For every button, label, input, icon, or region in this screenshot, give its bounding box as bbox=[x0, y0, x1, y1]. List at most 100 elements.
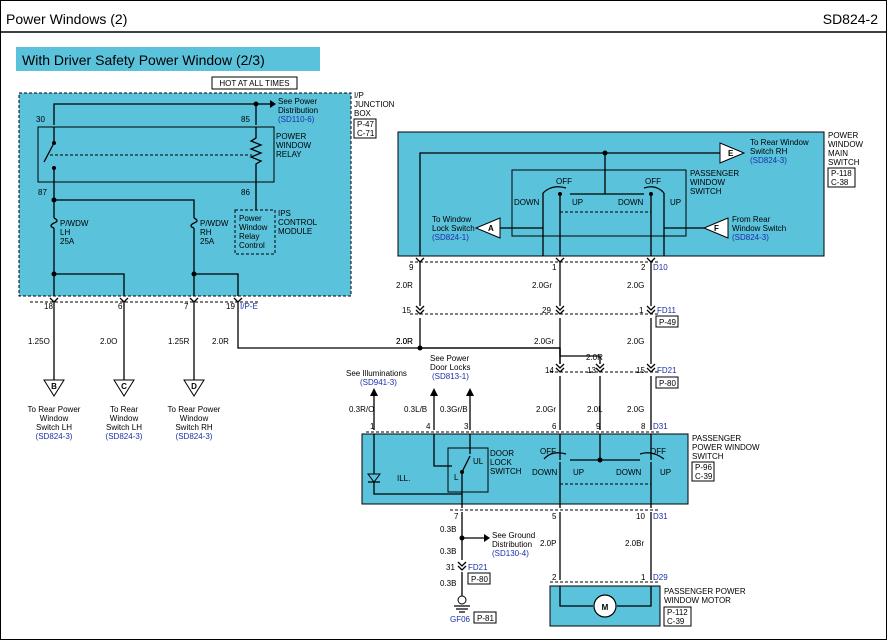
mid-w6: 2.0G bbox=[627, 337, 644, 346]
page-title: Power Windows (2) bbox=[6, 11, 127, 27]
d10-pin-9: 9 bbox=[409, 263, 414, 272]
ips-2: CONTROL bbox=[278, 218, 318, 227]
out-conn: I/P-E bbox=[240, 302, 258, 311]
ps-name-2: POWER WINDOW bbox=[692, 443, 760, 452]
motor-wires bbox=[559, 512, 652, 580]
relay-control-box bbox=[234, 209, 276, 255]
relay-contact-dot-1 bbox=[52, 141, 56, 145]
illum-arrow-icon bbox=[370, 388, 378, 396]
ip-box-name-2: JUNCTION bbox=[354, 100, 395, 109]
connector-b-3: Switch LH bbox=[36, 423, 72, 432]
ps-down-2: DOWN bbox=[616, 468, 642, 477]
connector-e-ref: (SD824-3) bbox=[750, 156, 787, 165]
motor-name-2: WINDOW MOTOR bbox=[664, 596, 731, 605]
motor-pin-2: 2 bbox=[552, 573, 557, 582]
ground-w1: 0.3B bbox=[440, 525, 456, 534]
inner-switch-1: PASSENGER bbox=[690, 169, 739, 178]
connector-d-3: Switch RH bbox=[175, 423, 213, 432]
pass-wire-a: 0.3R/O bbox=[349, 405, 374, 414]
ill-ground-wire bbox=[368, 481, 462, 495]
wires-to-d31 bbox=[559, 376, 652, 430]
fd11-pin-c: 1 bbox=[639, 306, 644, 315]
ground-fd21-chevron bbox=[457, 561, 467, 571]
ground-pin: 31 bbox=[446, 563, 455, 572]
connector-b-icon bbox=[43, 379, 65, 397]
inner-off-2: OFF bbox=[645, 177, 661, 186]
connector-e-icon bbox=[719, 142, 746, 164]
d10-conn-id: D10 bbox=[653, 263, 668, 272]
relay-feed-wire bbox=[53, 103, 257, 125]
connector-b-ref: (SD824-3) bbox=[36, 432, 73, 441]
connector-b-letter: B bbox=[51, 382, 57, 391]
ps-off-2: OFF bbox=[650, 447, 666, 456]
inner-switch-3: SWITCH bbox=[690, 187, 722, 196]
main-switch-name-3: MAIN bbox=[828, 149, 848, 158]
connector-c-letter: C bbox=[121, 382, 127, 391]
main-switch-name-4: SWITCH bbox=[828, 158, 860, 167]
connector-a-letter: A bbox=[488, 224, 494, 233]
d10-pin-1: 1 bbox=[552, 263, 557, 272]
ps-name-1: PASSENGER bbox=[692, 434, 741, 443]
see-power-2: Distribution bbox=[278, 106, 318, 115]
door-lock-name-3: SWITCH bbox=[490, 467, 522, 476]
page-code: SD824-2 bbox=[823, 11, 878, 27]
mid-w8: 2.0Gr bbox=[536, 405, 556, 414]
wire-label-d: 2.0R bbox=[212, 337, 229, 346]
main-switch-conn bbox=[827, 167, 856, 188]
ps-lever-1 bbox=[543, 452, 567, 460]
page-subtitle: With Driver Safety Power Window (2/3) bbox=[22, 52, 265, 68]
fd11-chevrons bbox=[415, 305, 656, 315]
ps-conn-1: P-96 bbox=[695, 463, 712, 472]
connector-e-letter: E bbox=[728, 149, 734, 158]
connector-f-2: Window Switch bbox=[732, 224, 786, 233]
connector-a-ref: (SD824-1) bbox=[432, 233, 469, 242]
ground-point-icon bbox=[457, 595, 467, 605]
rh-branch bbox=[194, 273, 239, 296]
connector-d-2: Window bbox=[180, 414, 209, 423]
main-switch-name-2: WINDOW bbox=[828, 140, 864, 149]
fuse-rh-2: RH bbox=[200, 228, 212, 237]
passenger-switch-box bbox=[361, 433, 689, 505]
fd11-id: FD11 bbox=[657, 306, 677, 315]
connector-f-icon bbox=[702, 217, 729, 239]
ps-pin-1: 1 bbox=[370, 422, 375, 431]
ip-box-name-3: BOX bbox=[354, 109, 372, 118]
inner-mid-wires bbox=[559, 196, 652, 256]
door-lock-name-1: DOOR bbox=[490, 449, 514, 458]
inner-down-1: DOWN bbox=[514, 198, 540, 207]
out-pin-6: 6 bbox=[118, 302, 123, 311]
motor-conn-2: C-39 bbox=[667, 617, 685, 626]
lh-branch bbox=[54, 273, 125, 296]
pass-wire-b: 0.3L/B bbox=[404, 405, 427, 414]
out-pin-7: 7 bbox=[184, 302, 189, 311]
connector-c-ref: (SD824-3) bbox=[106, 432, 143, 441]
ip-box-conn-2: C-71 bbox=[357, 129, 375, 138]
control-1: Power bbox=[239, 214, 262, 223]
hot-label: HOT AT ALL TIMES bbox=[219, 79, 289, 88]
ps-pin-3: 3 bbox=[464, 422, 469, 431]
d10-pin-2: 2 bbox=[641, 263, 646, 272]
control-3: Relay bbox=[239, 232, 259, 241]
see-ground-ref: (SD130-4) bbox=[492, 549, 529, 558]
fuse-lh-2: LH bbox=[60, 228, 70, 237]
inner-bus bbox=[570, 153, 644, 195]
connector-f-ref: (SD824-3) bbox=[732, 233, 769, 242]
inner-bus-junction bbox=[602, 150, 608, 156]
control-2: Window bbox=[239, 223, 268, 232]
ground-w2: 0.3B bbox=[440, 547, 456, 556]
fuse-rh-3: 25A bbox=[200, 237, 215, 246]
see-ground-1: See Ground bbox=[492, 531, 535, 540]
ips-3: MODULE bbox=[278, 227, 312, 236]
wire-label-d2: 2.0R bbox=[396, 337, 413, 346]
door-lock-lever bbox=[461, 455, 471, 473]
ground-fd21-conn: P-80 bbox=[471, 575, 488, 584]
hot-label-box bbox=[211, 76, 298, 90]
inner-up-2: UP bbox=[670, 198, 681, 207]
doorlock-arrow-icon-2 bbox=[466, 388, 474, 396]
motor-internal-wires bbox=[559, 586, 652, 607]
ground-id: GF06 bbox=[450, 615, 471, 624]
connector-d-letter: D bbox=[191, 382, 197, 391]
fd21-pin-a: 14 bbox=[545, 366, 554, 375]
